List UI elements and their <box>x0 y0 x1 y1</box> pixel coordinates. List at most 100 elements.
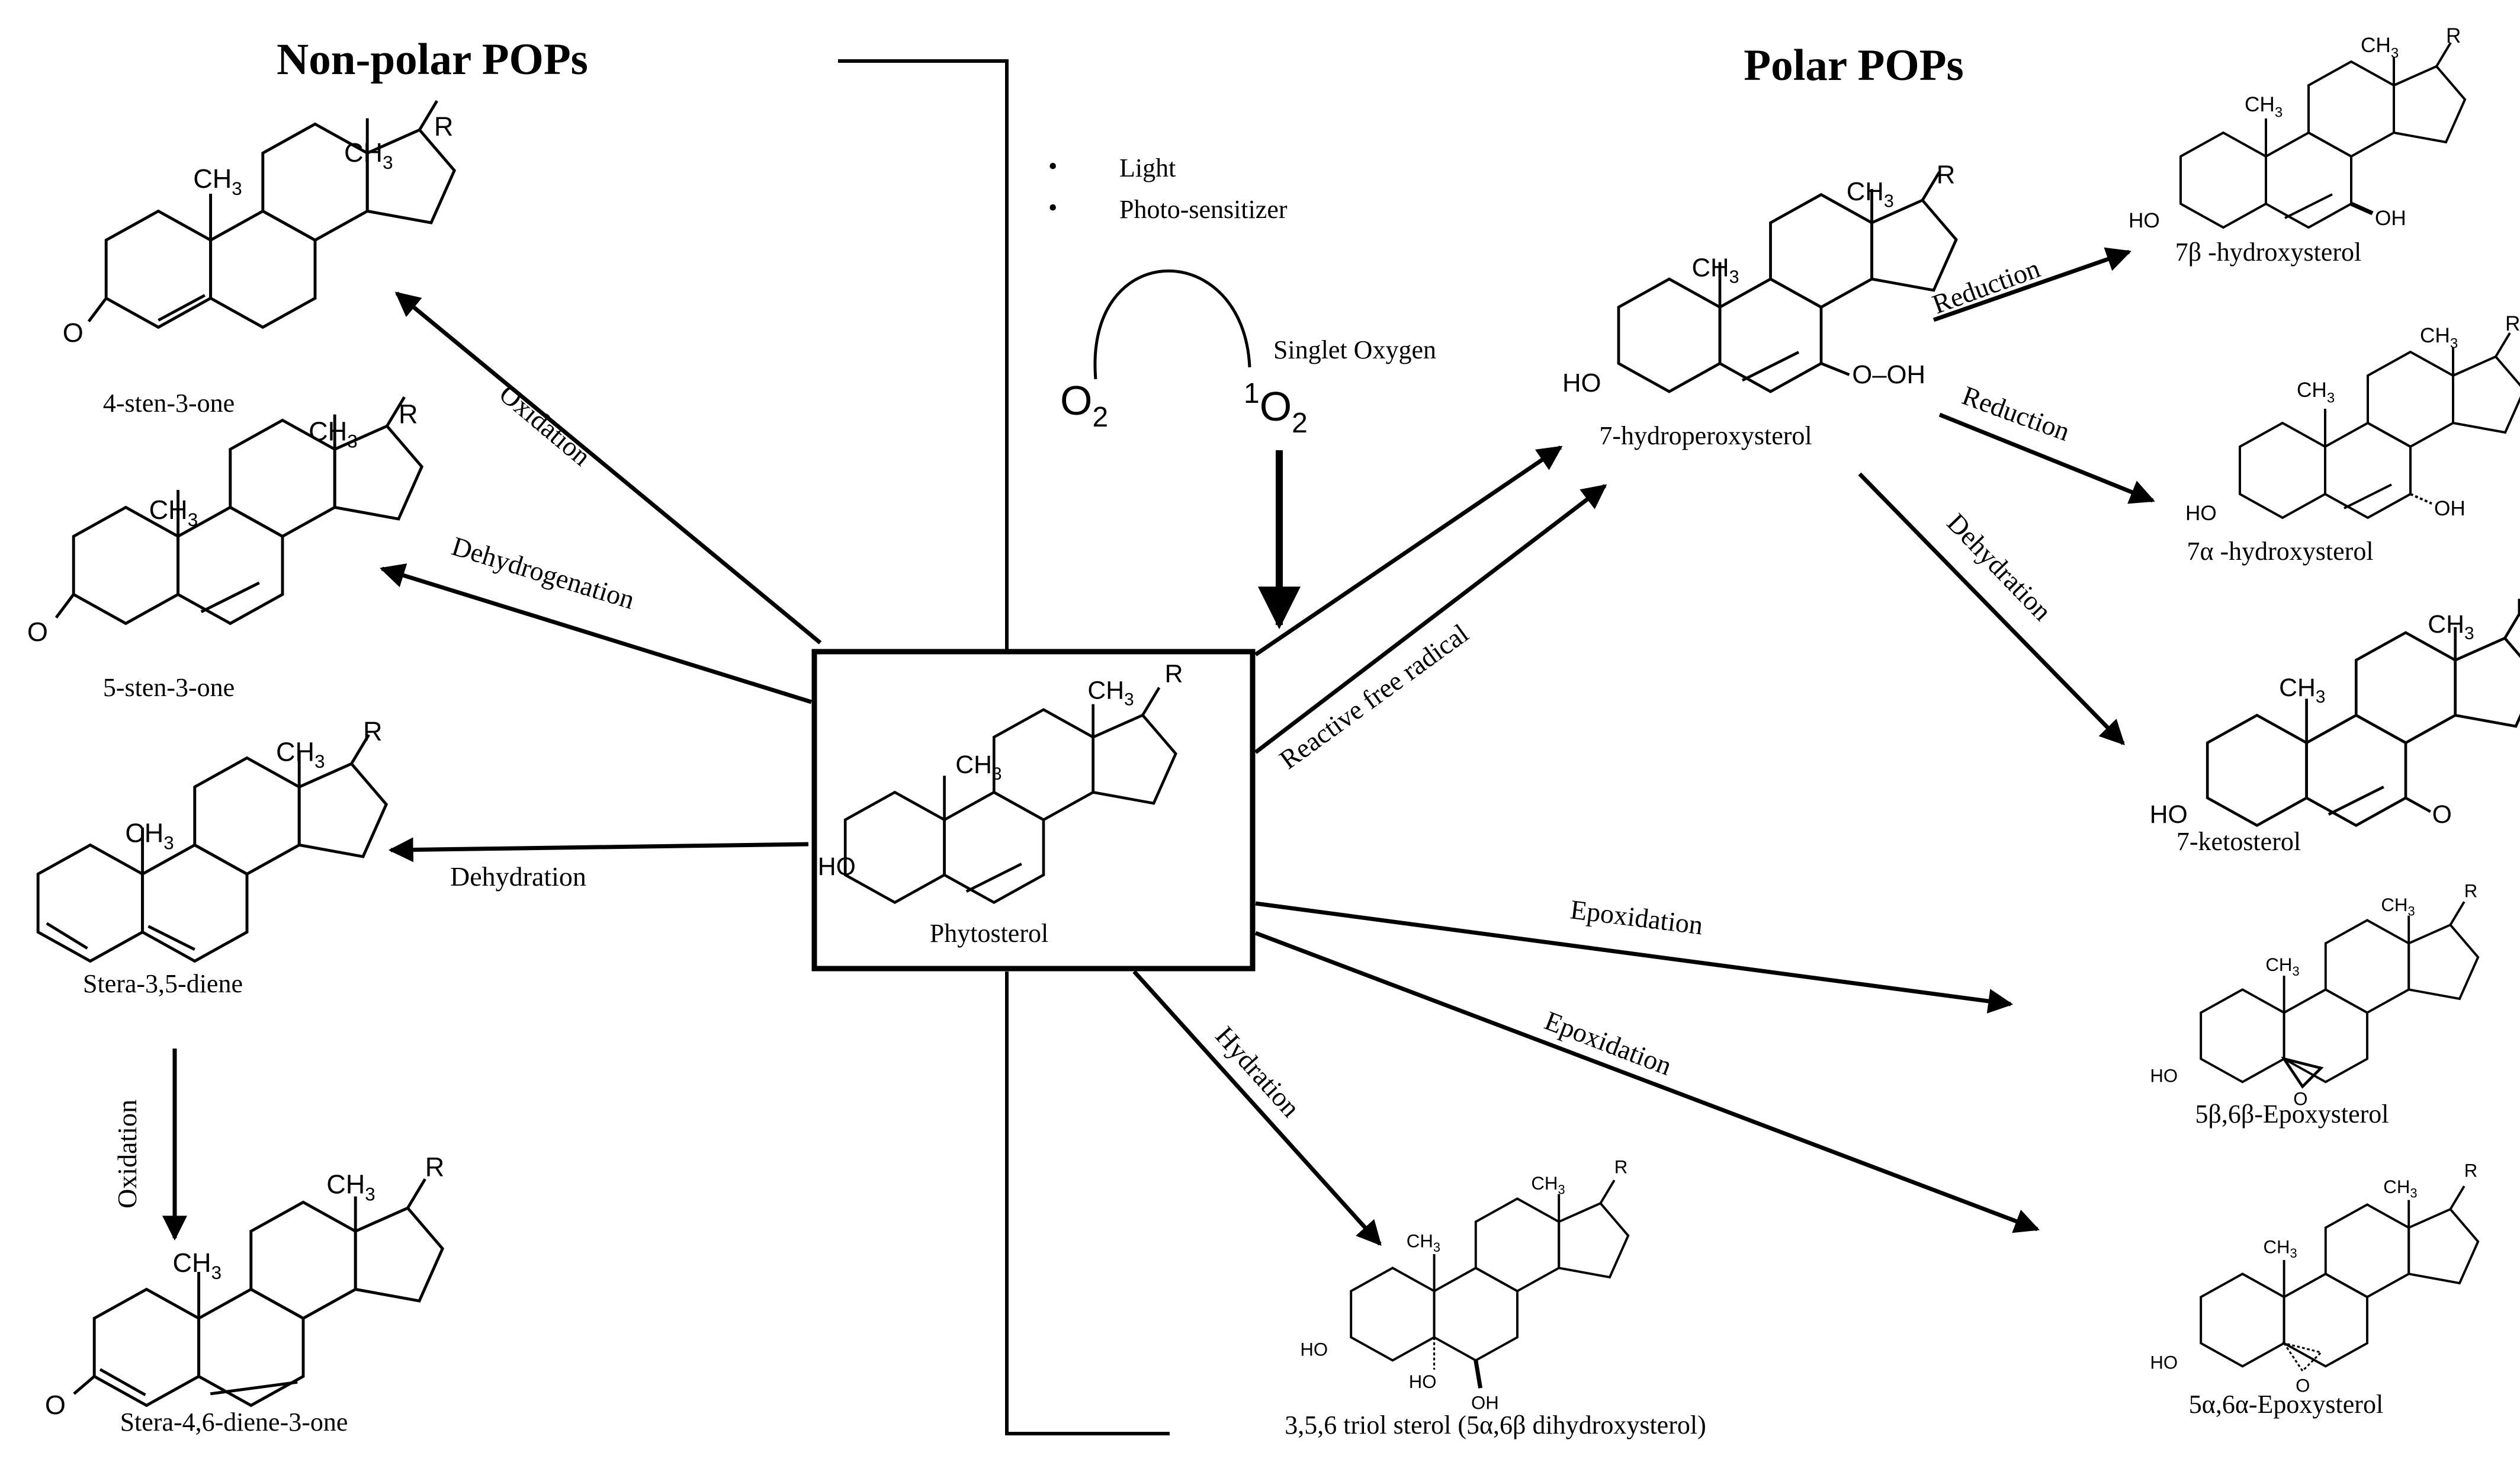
keto7-name: 7-ketosterol <box>2176 827 2301 856</box>
phytosterol-name: Phytosterol <box>930 919 1048 948</box>
triol-name: 3,5,6 triol sterol (5α,6β dihydroxystero… <box>1285 1410 1706 1440</box>
ketone-label: O <box>45 1390 66 1420</box>
hydroxy7b-structure: HO OH CH3 CH3 R <box>2129 24 2465 232</box>
r-group-label: R <box>425 1152 445 1182</box>
ketone-label: O <box>27 617 48 647</box>
hydroxyl-label: HO <box>1562 368 1601 397</box>
oxidation-vertical-label: Oxidation <box>112 1099 142 1208</box>
dehydrogenation-label: Dehydrogenation <box>448 531 638 615</box>
methyl-label: CH3 <box>2245 93 2283 121</box>
epoxide-o-label: O <box>2296 1375 2310 1396</box>
diene46-name: Stera-4,6-diene-3-one <box>120 1408 348 1437</box>
methyl-label: CH3 <box>2265 954 2299 979</box>
dehydration-right-label: Dehydration <box>1941 508 2057 627</box>
light-label: Light <box>1119 153 1176 182</box>
methyl-label: CH3 <box>1087 676 1134 709</box>
methyl-label: CH3 <box>149 495 198 530</box>
dehydration-arrow <box>388 837 809 863</box>
keto7-structure: HO O CH3 CH3 R <box>2150 594 2520 829</box>
sten5-structure: O CH3 CH3 R <box>27 397 422 647</box>
ketone-label: O <box>63 318 84 348</box>
peroxy-label: O–OH <box>1852 360 1925 389</box>
epoxidation-2-label: Epoxidation <box>1540 1005 1675 1081</box>
methyl-label: CH3 <box>2420 324 2458 352</box>
hydroxy7b-name: 7β -hydroxysterol <box>2175 238 2361 267</box>
methyl-label: CH3 <box>955 751 1001 784</box>
methyl-label: CH3 <box>309 416 358 452</box>
sten4-name: 4-sten-3-one <box>103 389 235 418</box>
methyl-label: CH3 <box>125 818 174 854</box>
r-group-label: R <box>2464 880 2478 901</box>
reduction-2-label: Reduction <box>1959 380 2074 447</box>
methyl-label: CH3 <box>2428 610 2474 643</box>
methyl-label: CH3 <box>173 1248 222 1283</box>
epoxy-b-name: 5β,6β-Epoxysterol <box>2195 1099 2389 1129</box>
ketone-label: O <box>2432 800 2452 829</box>
methyl-label: CH3 <box>2381 895 2415 919</box>
hydroxyl-label: OH <box>1471 1392 1499 1413</box>
r-group-label: R <box>2464 1161 2478 1181</box>
methyl-label: CH3 <box>193 164 242 199</box>
oxidation-arrow <box>394 291 822 645</box>
epoxidation-1-arrow <box>1255 901 2014 1014</box>
singlet-oxygen-arrow <box>1254 445 1563 656</box>
methyl-label: CH3 <box>2297 379 2335 406</box>
diene46-structure: O CH3 CH3 R <box>45 1152 444 1420</box>
r-group-label: R <box>399 399 418 429</box>
phytosterol-box <box>811 649 1256 972</box>
methyl-label: CH3 <box>2383 1177 2417 1201</box>
hydroxyl-label: HO <box>1300 1339 1328 1360</box>
hydroxyl-label: HO <box>2150 1065 2178 1086</box>
methyl-label: CH3 <box>2361 34 2399 62</box>
reduction-2-arrow <box>1938 412 2155 504</box>
singlet-o2-label: 1O2 <box>1244 378 1308 439</box>
hydroxyl-label: OH <box>2434 497 2466 520</box>
hydroxyl-label: OH <box>2375 207 2406 230</box>
methyl-label: CH3 <box>2264 1236 2297 1261</box>
r-group-label: R <box>363 716 383 746</box>
hydroxyl-label: HO <box>1409 1371 1437 1392</box>
hydroperoxy-structure: HO O–OH CH3 CH3 R <box>1562 161 1956 397</box>
dehydration-right-arrow <box>1858 472 2125 746</box>
r-group-label: R <box>1937 161 1956 190</box>
nonpolar-title: Non-polar POPs <box>277 35 588 84</box>
sten5-name: 5-sten-3-one <box>103 673 235 702</box>
methyl-label: CH3 <box>1692 253 1739 287</box>
diene35-name: Stera-3,5-diene <box>83 969 243 998</box>
epoxy-b-structure: HO O CH3 CH3 R <box>2150 880 2480 1109</box>
divider-top <box>838 59 1009 652</box>
sten4-structure: O CH3 CH3 R <box>63 101 455 348</box>
r-group-label: R <box>2446 24 2461 47</box>
free-radical-label: Reactive free radical <box>1274 618 1474 775</box>
diene35-structure: CH3 CH3 R <box>38 716 386 961</box>
methyl-label: CH3 <box>1407 1230 1440 1255</box>
epoxidation-1-label: Epoxidation <box>1569 894 1704 940</box>
hydroxyl-label: HO <box>2185 502 2217 525</box>
divider-bottom <box>1005 972 1170 1435</box>
methyl-label: CH3 <box>276 736 325 772</box>
r-group-label: R <box>1614 1157 1628 1178</box>
hydroxyl-label: HO <box>818 852 856 881</box>
dehydrogenation-arrow <box>379 563 813 704</box>
r-group-label: R <box>2516 594 2520 622</box>
r-group-label: R <box>434 111 454 142</box>
singlet-oxygen-label: Singlet Oxygen <box>1273 335 1436 364</box>
r-group-label: R <box>2505 312 2520 335</box>
methyl-label: CH3 <box>1847 177 1894 211</box>
reduction-1-arrow <box>1932 247 2131 322</box>
methyl-label: CH3 <box>2279 674 2325 707</box>
photosensitizer-label: Photo-sensitizer <box>1119 195 1288 224</box>
r-group-label: R <box>1165 659 1183 688</box>
epoxidation-2-arrow <box>1254 931 2040 1233</box>
dehydration-label: Dehydration <box>450 861 586 892</box>
bullet: • <box>1048 193 1057 222</box>
bullet: • <box>1048 152 1057 181</box>
hydroxy7a-structure: HO OH CH3 CH3 R <box>2185 312 2520 525</box>
hydroperoxy-name: 7-hydroperoxysterol <box>1599 421 1812 450</box>
oxygen-arc <box>1093 270 1251 380</box>
o2-label: O2 <box>1060 377 1108 433</box>
polar-title: Polar POPs <box>1744 41 1963 90</box>
methyl-label: CH3 <box>1531 1173 1565 1197</box>
oxidation-label: Oxidation <box>494 379 597 472</box>
